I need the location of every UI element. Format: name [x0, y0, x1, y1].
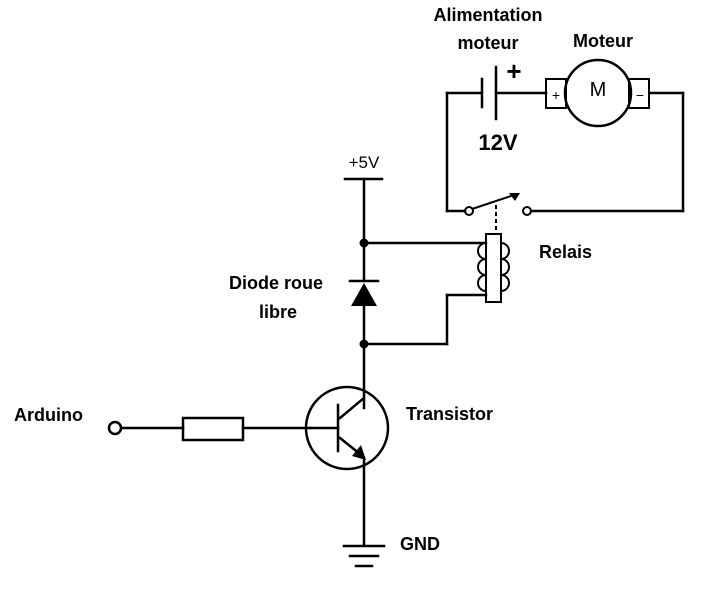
resistor: [181, 416, 245, 442]
control-wires: [120, 177, 488, 547]
motor-title: Moteur: [573, 31, 633, 51]
motor-minus-sign: −: [636, 87, 644, 103]
arduino-input-terminal: [107, 420, 123, 436]
ground-symbol: [342, 544, 386, 568]
junction-dot: [359, 238, 369, 248]
diode-label-line1: Diode roue: [229, 273, 323, 293]
transistor-label: Transistor: [406, 404, 493, 424]
motor-symbol: [545, 58, 650, 128]
junction-dot: [359, 339, 369, 349]
motor-loop-wires: [445, 91, 685, 213]
supply-label-line1: Alimentation: [433, 5, 542, 25]
flyback-diode: [348, 279, 380, 306]
supply-label-line2: moteur: [457, 33, 518, 53]
motor-plus-sign: +: [552, 87, 560, 103]
relay-switch: [464, 193, 532, 233]
relay-coil: [477, 233, 510, 303]
battery-symbol: [480, 65, 498, 121]
npn-transistor: [304, 385, 390, 471]
arduino-label: Arduino: [14, 405, 83, 425]
motor-letter: M: [590, 79, 607, 101]
relay-label: Relais: [539, 242, 592, 262]
battery-plus-sign: +: [506, 56, 521, 86]
voltage-12v-label: 12V: [478, 130, 517, 155]
gnd-label: GND: [400, 534, 440, 554]
diode-label-line2: libre: [259, 302, 297, 322]
vcc-label: +5V: [349, 153, 380, 172]
